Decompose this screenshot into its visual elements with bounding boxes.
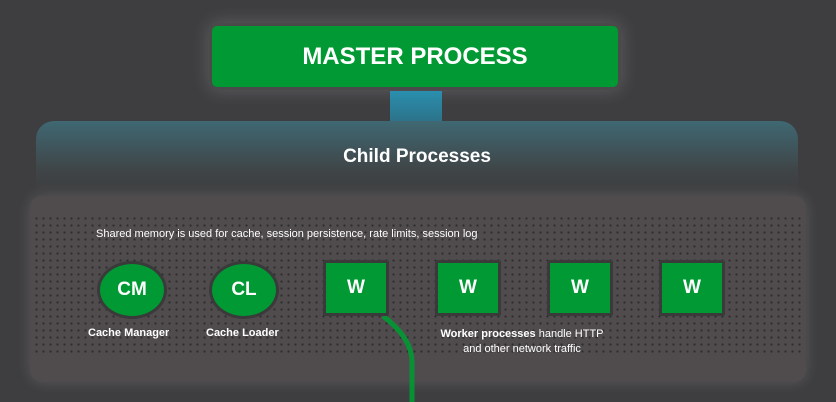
cache-loader-node: CL: [209, 261, 279, 319]
cache-loader-caption: Cache Loader: [206, 327, 279, 339]
master-process-box: MASTER PROCESS: [209, 23, 621, 90]
cm-label: CM: [117, 279, 147, 300]
master-child-connector: [390, 91, 442, 125]
shared-memory-note: Shared memory is used for cache, session…: [96, 228, 478, 240]
w-label: W: [347, 277, 365, 298]
w-label: W: [683, 277, 701, 298]
w-label: W: [571, 277, 589, 298]
worker-node: W: [323, 260, 389, 316]
worker-caption-bold: Worker processes: [440, 328, 536, 340]
worker-node: W: [435, 260, 501, 316]
child-processes-label: Child Processes: [343, 146, 491, 167]
cache-manager-caption: Cache Manager: [88, 327, 170, 339]
w-label: W: [459, 277, 477, 298]
cache-manager-node: CM: [97, 261, 167, 319]
child-processes-header: Child Processes: [36, 121, 798, 193]
master-process-label: MASTER PROCESS: [302, 42, 528, 70]
worker-node: W: [659, 260, 725, 316]
worker-caption: Worker processes handle HTTP and other ne…: [432, 327, 612, 357]
cl-label: CL: [231, 279, 257, 300]
worker-caption-rest: handle HTTP: [535, 328, 604, 340]
worker-caption-line2: and other network traffic: [463, 343, 581, 355]
worker-node: W: [547, 260, 613, 316]
